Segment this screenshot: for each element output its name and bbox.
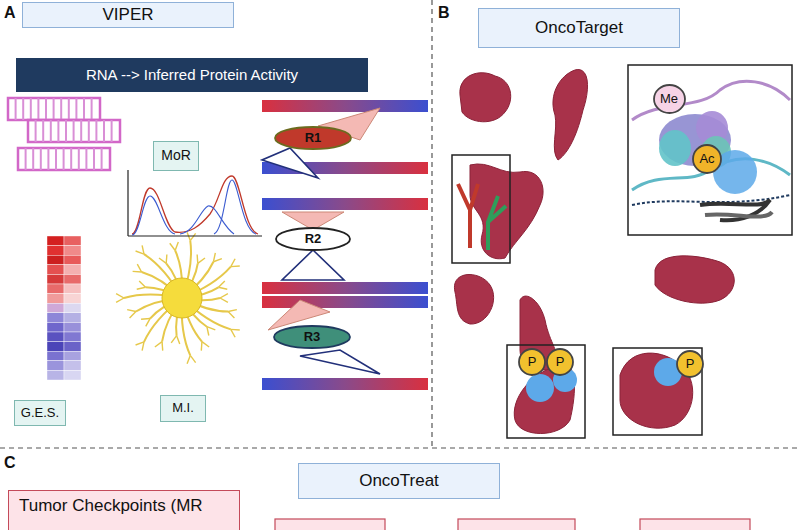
node-label: Tumor Checkpoints (MR bbox=[19, 497, 203, 516]
antibody bbox=[458, 184, 506, 250]
node-label: RNA --> Inferred Protein Activity bbox=[86, 67, 298, 84]
node-label: P bbox=[528, 355, 537, 369]
node-label: VIPER bbox=[102, 6, 153, 25]
node-label: G.E.S. bbox=[21, 406, 59, 420]
regulator-ellipse: R1 bbox=[274, 126, 352, 150]
activity-bars bbox=[262, 100, 428, 390]
panel-title: OncoTreat bbox=[298, 463, 500, 499]
acetyl-mark: Ac bbox=[692, 144, 722, 174]
node-label: R3 bbox=[304, 330, 321, 344]
neuron bbox=[116, 232, 240, 364]
checkpoint-box: Tumor Checkpoints (MR bbox=[8, 490, 240, 530]
mi-label: M.I. bbox=[160, 395, 206, 422]
panel-letter: C bbox=[4, 454, 16, 472]
node-label: R1 bbox=[305, 131, 322, 145]
panel-title: VIPER bbox=[22, 2, 234, 28]
regulator-ellipse: R3 bbox=[273, 325, 351, 349]
header-bar: RNA --> Inferred Protein Activity bbox=[16, 58, 368, 92]
ges-label: G.E.S. bbox=[14, 400, 66, 426]
nucleosome bbox=[632, 81, 790, 220]
methyl-mark: Me bbox=[653, 84, 686, 114]
node-label: OncoTarget bbox=[535, 19, 623, 38]
node-label: OncoTreat bbox=[359, 472, 439, 491]
panel-divider bbox=[0, 447, 800, 448]
heatmap bbox=[47, 236, 81, 380]
target-boxes bbox=[452, 65, 792, 438]
rna-strands bbox=[8, 98, 120, 170]
panel-letter: B bbox=[438, 4, 450, 22]
node-label: R2 bbox=[305, 232, 322, 246]
panel-divider bbox=[431, 0, 432, 447]
panel-letter: A bbox=[4, 4, 16, 22]
mor-curves bbox=[128, 170, 262, 236]
node-label: M.I. bbox=[172, 401, 194, 415]
phospho-mark: P bbox=[676, 350, 704, 378]
panel-title: OncoTarget bbox=[478, 8, 680, 48]
mor-label: MoR bbox=[153, 141, 199, 171]
node-label: P bbox=[686, 357, 695, 371]
regulator-ellipse: R2 bbox=[275, 227, 351, 251]
phospho-mark: P bbox=[518, 348, 546, 376]
proteins bbox=[454, 70, 734, 434]
node-label: P bbox=[556, 355, 565, 369]
phospho-mark: P bbox=[546, 348, 574, 376]
node-label: Ac bbox=[699, 152, 714, 166]
node-label: Me bbox=[660, 92, 678, 106]
treatment-boxes bbox=[275, 519, 750, 530]
node-label: MoR bbox=[161, 148, 191, 163]
